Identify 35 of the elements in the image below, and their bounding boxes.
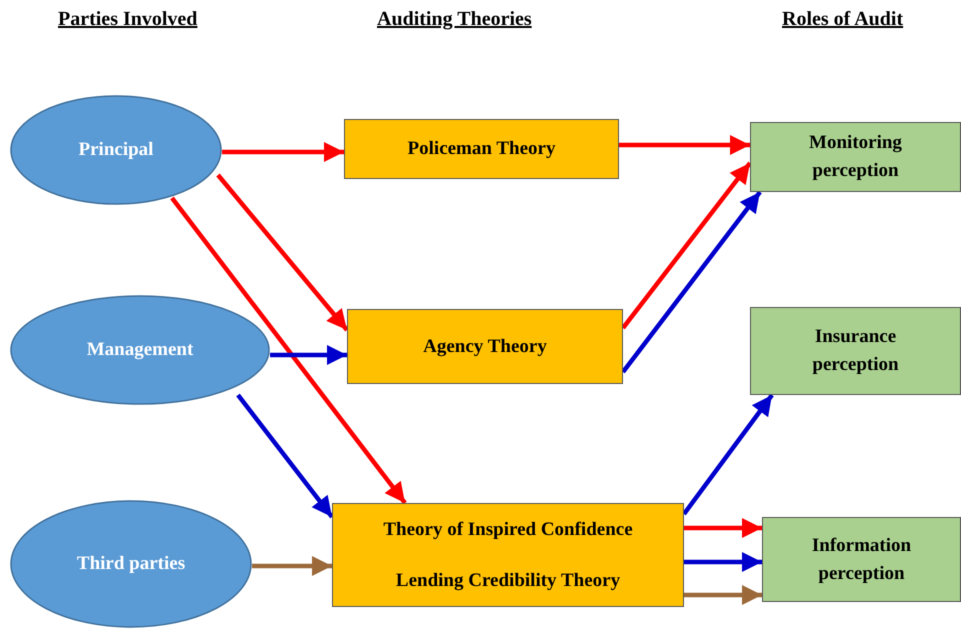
theory-box [344, 119, 619, 179]
party-ellipse [10, 500, 252, 628]
arrow [270, 344, 347, 366]
theory-label: Agency Theory [423, 334, 547, 359]
role-label: Information perception [810, 534, 912, 586]
role-box [750, 307, 961, 395]
arrow [619, 134, 750, 156]
column-heading: Roles of Audit [782, 8, 904, 31]
role-label: Insurance perception [811, 325, 900, 377]
role-box [762, 517, 961, 602]
arrow [621, 162, 752, 330]
theory-box [347, 309, 623, 384]
arrow [252, 556, 332, 576]
column-heading: Auditing Theories [377, 8, 532, 31]
theory-label: Lending Credibility Theory [396, 568, 620, 593]
theory-label: Theory of Inspired Confidence [383, 518, 633, 542]
arrow [684, 552, 762, 572]
arrow [236, 394, 334, 518]
party-label: Principal [78, 138, 154, 162]
arrow [621, 190, 762, 374]
party-label: Third parties [76, 552, 186, 576]
role-box [750, 122, 961, 192]
party-label: Management [86, 338, 194, 362]
party-ellipse [10, 95, 222, 205]
arrow [684, 518, 762, 538]
theory-label: Policeman Theory [408, 137, 556, 162]
column-heading: Parties Involved [58, 8, 198, 31]
arrow [222, 142, 344, 162]
theory-box [332, 503, 684, 607]
arrow [684, 584, 762, 606]
role-label: Monitoring perception [808, 131, 903, 183]
arrow [682, 394, 774, 516]
arrow [170, 196, 407, 504]
party-ellipse [10, 295, 270, 405]
arrow [216, 174, 349, 332]
